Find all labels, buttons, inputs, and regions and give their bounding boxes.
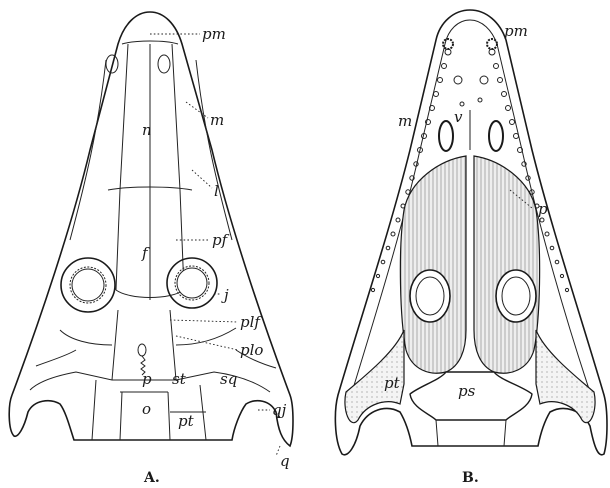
label-a-q: q [280, 452, 290, 470]
label-a-f: f [141, 244, 150, 262]
choana-right [489, 121, 503, 151]
label-a-plo: plo [240, 341, 263, 359]
label-b-pt: pt [384, 374, 401, 392]
label-a-n: n [142, 121, 152, 139]
label-a-l: l [214, 182, 219, 200]
choana-left [439, 121, 453, 151]
label-b-ps: ps [458, 382, 476, 400]
label-a-p: p [142, 370, 152, 388]
caption-a: A. [143, 470, 160, 486]
label-b-v: v [454, 108, 463, 126]
label-a-qj: qj [272, 401, 287, 419]
vacuity-left [400, 156, 466, 373]
label-a-o: o [142, 400, 151, 418]
label-a-st: st [172, 370, 187, 388]
label-a-pf: pf [212, 231, 230, 249]
orbit-left [61, 258, 115, 312]
label-a-pm: pm [202, 25, 226, 43]
label-a-pt: pt [178, 412, 195, 430]
label-b-p: p [538, 200, 548, 218]
label-a-j: j [221, 286, 229, 304]
caption-b: B. [462, 470, 479, 486]
label-b-pm: pm [504, 22, 528, 40]
vacuity-right [474, 156, 540, 373]
label-a-sq: sq [220, 370, 237, 388]
label-a-plf: plf [240, 313, 262, 331]
orbit-right [167, 258, 217, 308]
label-a-m: m [210, 111, 224, 129]
label-b-m: m [398, 112, 412, 130]
